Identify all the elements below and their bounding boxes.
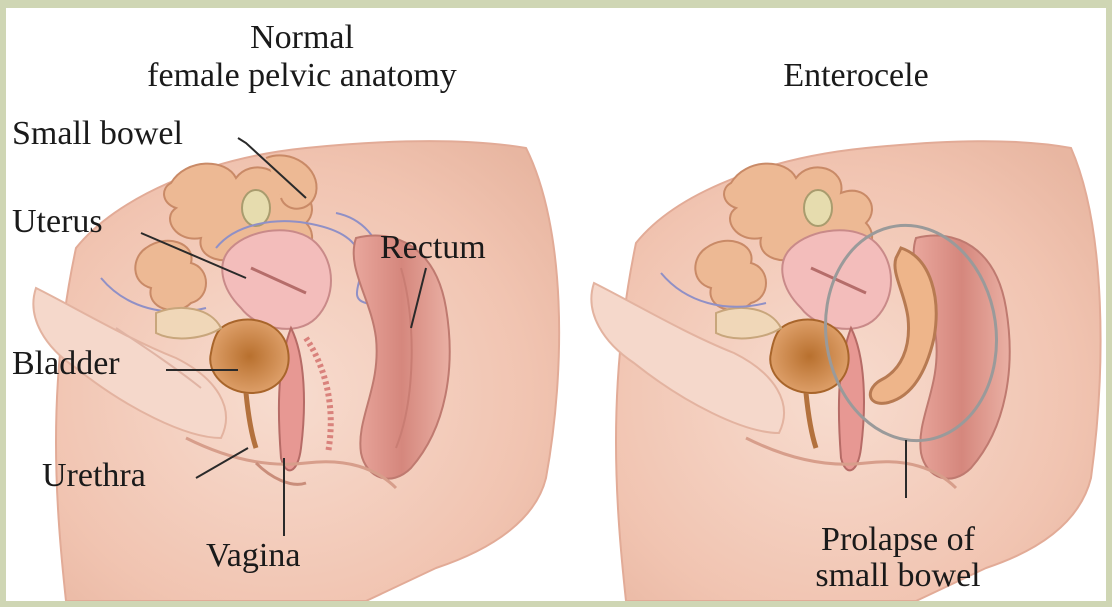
enterocele-ovary — [804, 190, 832, 226]
normal-bladder — [210, 320, 288, 393]
label-urethra: Urethra — [42, 458, 146, 494]
label-rectum: Rectum — [380, 230, 486, 266]
label-uterus: Uterus — [12, 204, 103, 240]
normal-title-line1: Normal — [202, 20, 402, 56]
enterocele-title: Enterocele — [736, 58, 976, 94]
label-prolapse-line1: Prolapse of — [778, 522, 1018, 558]
normal-ovary — [242, 190, 270, 226]
label-small-bowel: Small bowel — [12, 116, 183, 152]
label-bladder: Bladder — [12, 346, 120, 382]
anatomy-illustrations — [6, 8, 1106, 601]
normal-title-line2: female pelvic anatomy — [102, 58, 502, 94]
illustration-panel: Normal female pelvic anatomy Enterocele … — [6, 8, 1106, 601]
label-vagina: Vagina — [206, 538, 300, 574]
label-prolapse-line2: small bowel — [778, 558, 1018, 594]
